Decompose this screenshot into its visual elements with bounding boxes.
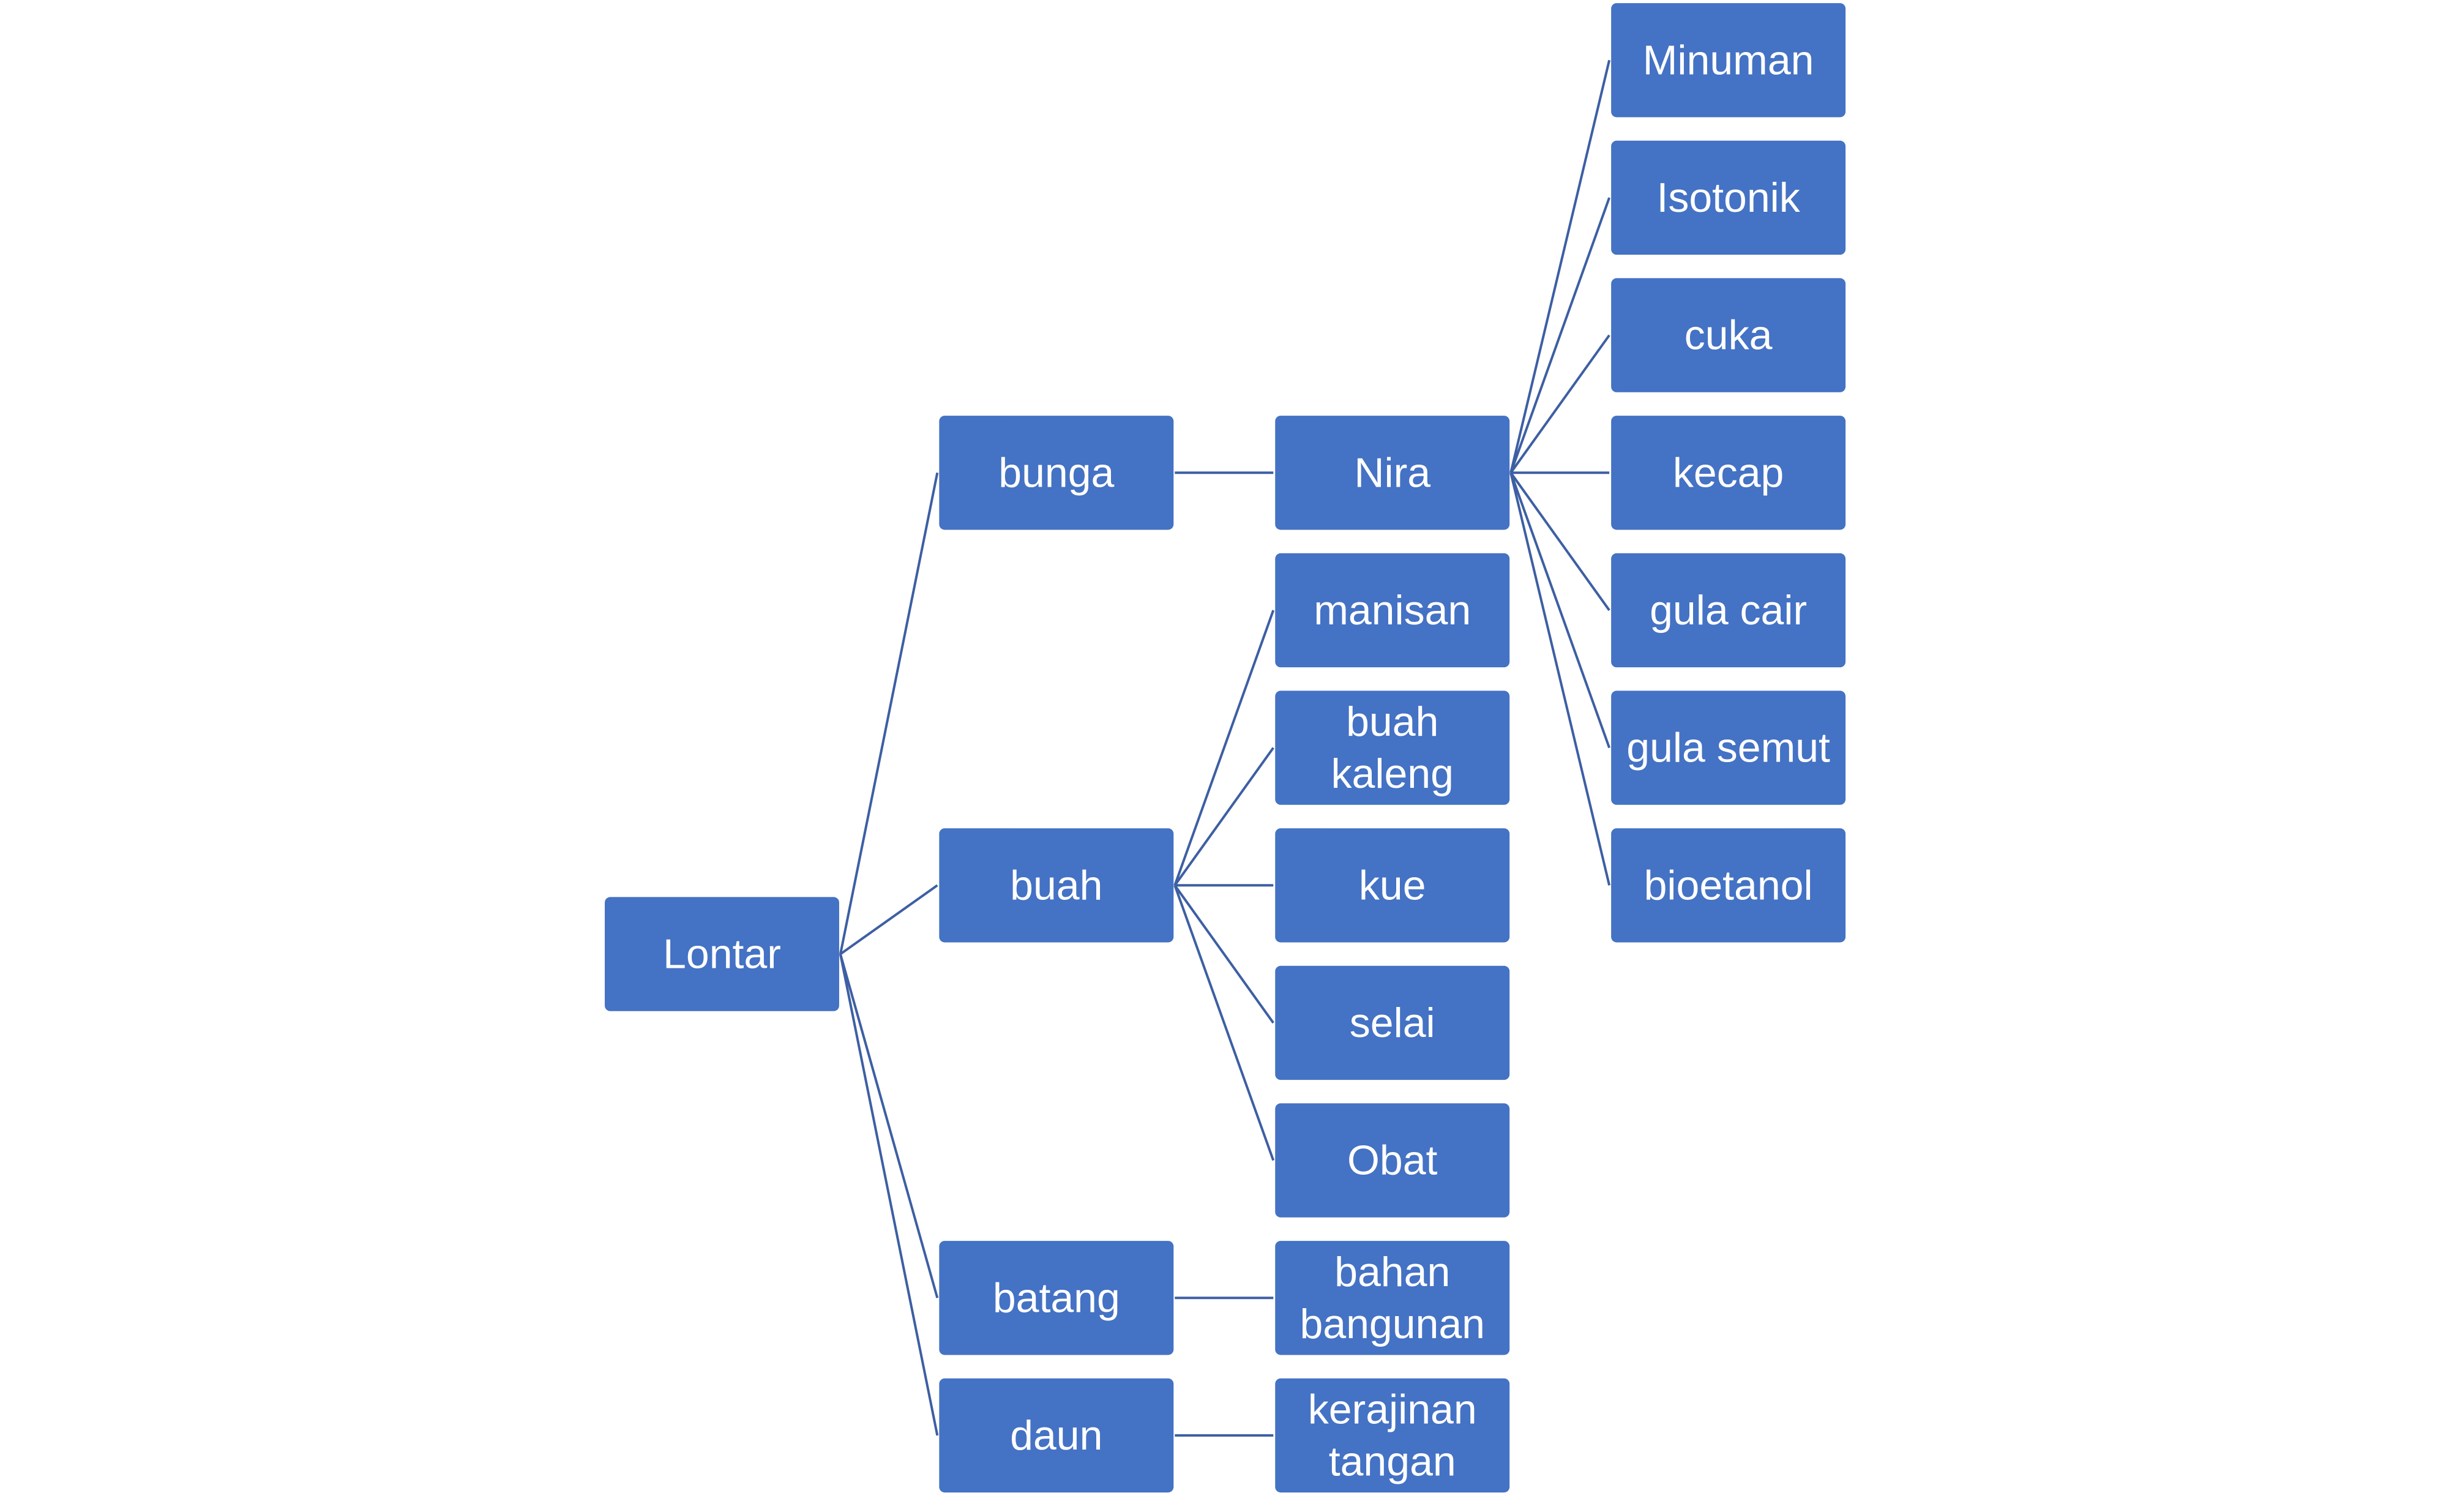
node-box bbox=[1275, 1241, 1510, 1355]
node-label: Obat bbox=[1347, 1137, 1438, 1184]
node-label: bioetanol bbox=[1644, 862, 1813, 908]
node-kecap: kecap bbox=[1611, 416, 1846, 530]
edge-buah-obat bbox=[1173, 885, 1275, 1161]
node-box bbox=[1275, 1103, 1510, 1218]
node-label: cuka bbox=[1685, 312, 1773, 359]
node-lontar: Lontar bbox=[605, 897, 839, 1011]
edge-nira-gula_cair bbox=[1509, 472, 1610, 612]
node-box bbox=[1611, 278, 1846, 392]
node-box bbox=[1611, 140, 1846, 255]
node-box bbox=[1611, 828, 1846, 943]
node-label: Minuman bbox=[1643, 37, 1814, 83]
node-box bbox=[1275, 416, 1510, 530]
node-box bbox=[1611, 416, 1846, 530]
node-bunga: bunga bbox=[939, 416, 1174, 530]
node-bahan-bangunan: bahan bangunan bbox=[1275, 1241, 1510, 1355]
edge-lontar-buah bbox=[839, 884, 938, 956]
node-gula-semut: gula semut bbox=[1611, 691, 1846, 805]
node-box bbox=[1611, 3, 1846, 118]
node-batang: batang bbox=[939, 1241, 1174, 1355]
node-label: selai bbox=[1350, 1000, 1435, 1046]
edge-nira-isotonik bbox=[1509, 197, 1611, 473]
node-buah-kaleng: buah kaleng bbox=[1275, 691, 1510, 805]
edge-lontar-bunga bbox=[839, 472, 939, 955]
node-label: kue bbox=[1359, 862, 1426, 908]
connector-lines bbox=[839, 59, 1611, 1437]
node-label: kecap bbox=[1673, 449, 1784, 496]
edge-buah-selai bbox=[1173, 885, 1274, 1024]
edge-buah-buah_kaleng bbox=[1173, 747, 1274, 886]
edge-lontar-daun bbox=[839, 954, 939, 1436]
node-kue: kue bbox=[1275, 828, 1510, 943]
node-boxes: Lontar bunga buah batang daun Nira manisan buah… bbox=[605, 3, 1846, 1493]
edge-buah-manisan bbox=[1173, 610, 1275, 886]
edge-nira-bioetanol bbox=[1509, 472, 1611, 886]
node-label: Nira bbox=[1354, 449, 1430, 496]
node-minuman: Minuman bbox=[1611, 3, 1846, 118]
node-box bbox=[1275, 1378, 1510, 1493]
node-manisan: manisan bbox=[1275, 553, 1510, 668]
node-cuka: cuka bbox=[1611, 278, 1846, 392]
node-label: bunga bbox=[998, 449, 1114, 496]
node-label: buah bbox=[1010, 862, 1102, 908]
edge-lontar-batang bbox=[839, 954, 939, 1298]
node-label: tangan bbox=[1329, 1438, 1456, 1484]
node-box bbox=[1275, 828, 1510, 943]
node-bioetanol: bioetanol bbox=[1611, 828, 1846, 943]
node-buah: buah bbox=[939, 828, 1174, 943]
node-label: kerajinan bbox=[1308, 1386, 1477, 1432]
node-box bbox=[1275, 691, 1510, 805]
node-selai: selai bbox=[1275, 965, 1510, 1080]
node-label: manisan bbox=[1314, 587, 1471, 634]
node-box bbox=[939, 416, 1174, 530]
node-daun: daun bbox=[939, 1378, 1174, 1493]
node-label: bahan bbox=[1334, 1249, 1450, 1295]
node-box bbox=[1611, 691, 1846, 805]
node-box bbox=[939, 1378, 1174, 1493]
node-nira: Nira bbox=[1275, 416, 1510, 530]
node-box bbox=[605, 897, 839, 1011]
node-box bbox=[939, 1241, 1174, 1355]
node-kerajinan-tangan: kerajinan tangan bbox=[1275, 1378, 1510, 1493]
node-label: buah bbox=[1346, 698, 1438, 745]
node-isotonik: Isotonik bbox=[1611, 140, 1846, 255]
node-label: gula semut bbox=[1626, 725, 1830, 771]
node-label: Isotonik bbox=[1656, 174, 1800, 221]
edge-nira-gula_semut bbox=[1509, 472, 1611, 749]
edge-nira-minuman bbox=[1509, 59, 1611, 473]
node-label: kaleng bbox=[1331, 750, 1454, 797]
node-label: bangunan bbox=[1299, 1301, 1485, 1347]
node-label: gula cair bbox=[1650, 587, 1807, 634]
node-label: batang bbox=[993, 1274, 1120, 1321]
node-box bbox=[1275, 965, 1510, 1080]
node-obat: Obat bbox=[1275, 1103, 1510, 1218]
node-box bbox=[939, 828, 1174, 943]
node-box bbox=[1611, 553, 1846, 668]
node-box bbox=[1275, 553, 1510, 668]
node-gula-cair: gula cair bbox=[1611, 553, 1846, 668]
edge-nira-cuka bbox=[1509, 334, 1610, 474]
node-label: daun bbox=[1010, 1412, 1102, 1459]
node-label: Lontar bbox=[663, 931, 781, 978]
